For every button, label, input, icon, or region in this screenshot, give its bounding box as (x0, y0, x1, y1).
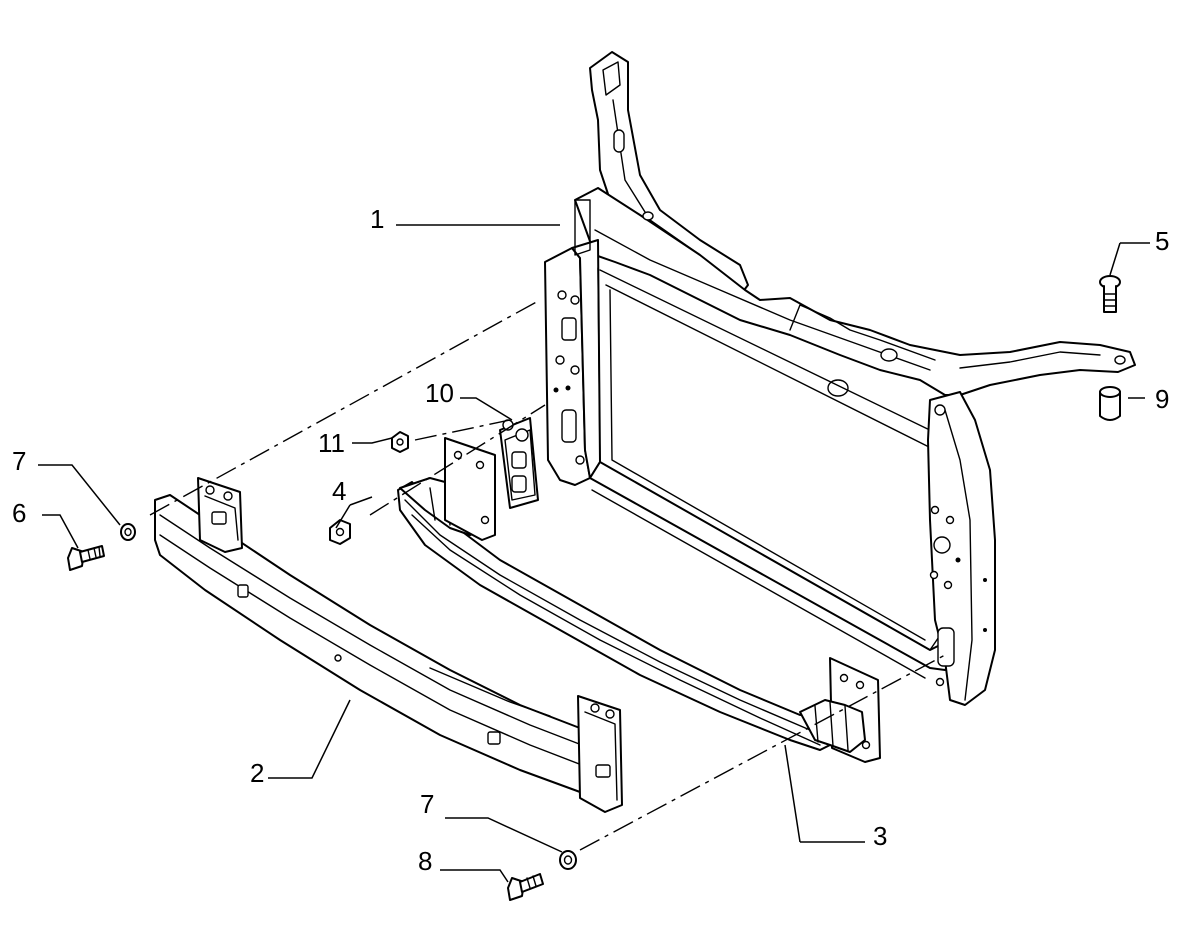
bolt-left (67, 545, 105, 571)
bumper-beam (154, 477, 623, 813)
inner-crossbar (397, 437, 881, 763)
alignment-lines (149, 299, 946, 851)
callout-7-right: 7 (420, 789, 434, 819)
leader-lines (38, 224, 1150, 883)
callout-6: 6 (12, 498, 26, 528)
mounting-bracket-plate (499, 417, 539, 509)
callout-9: 9 (1155, 384, 1169, 414)
callout-1: 1 (370, 204, 384, 234)
callout-10: 10 (425, 378, 454, 408)
nut-lower (329, 519, 351, 545)
bolt-top-right (1099, 275, 1121, 313)
callout-7-left: 7 (12, 446, 26, 476)
washer-left (120, 523, 136, 541)
nut-upper (391, 431, 409, 453)
callout-3: 3 (873, 821, 887, 851)
callout-11: 11 (318, 428, 345, 458)
callout-2: 2 (250, 758, 264, 788)
callout-8: 8 (418, 846, 432, 876)
washer-right (559, 850, 577, 870)
callout-5: 5 (1155, 226, 1169, 256)
bolt-bottom (507, 873, 544, 901)
callout-4: 4 (332, 476, 346, 506)
radiator-support-frame (544, 51, 1136, 706)
callout-labels: 1 2 3 4 5 6 7 7 8 9 10 11 (12, 204, 1169, 876)
spacer-sleeve (1099, 386, 1121, 421)
